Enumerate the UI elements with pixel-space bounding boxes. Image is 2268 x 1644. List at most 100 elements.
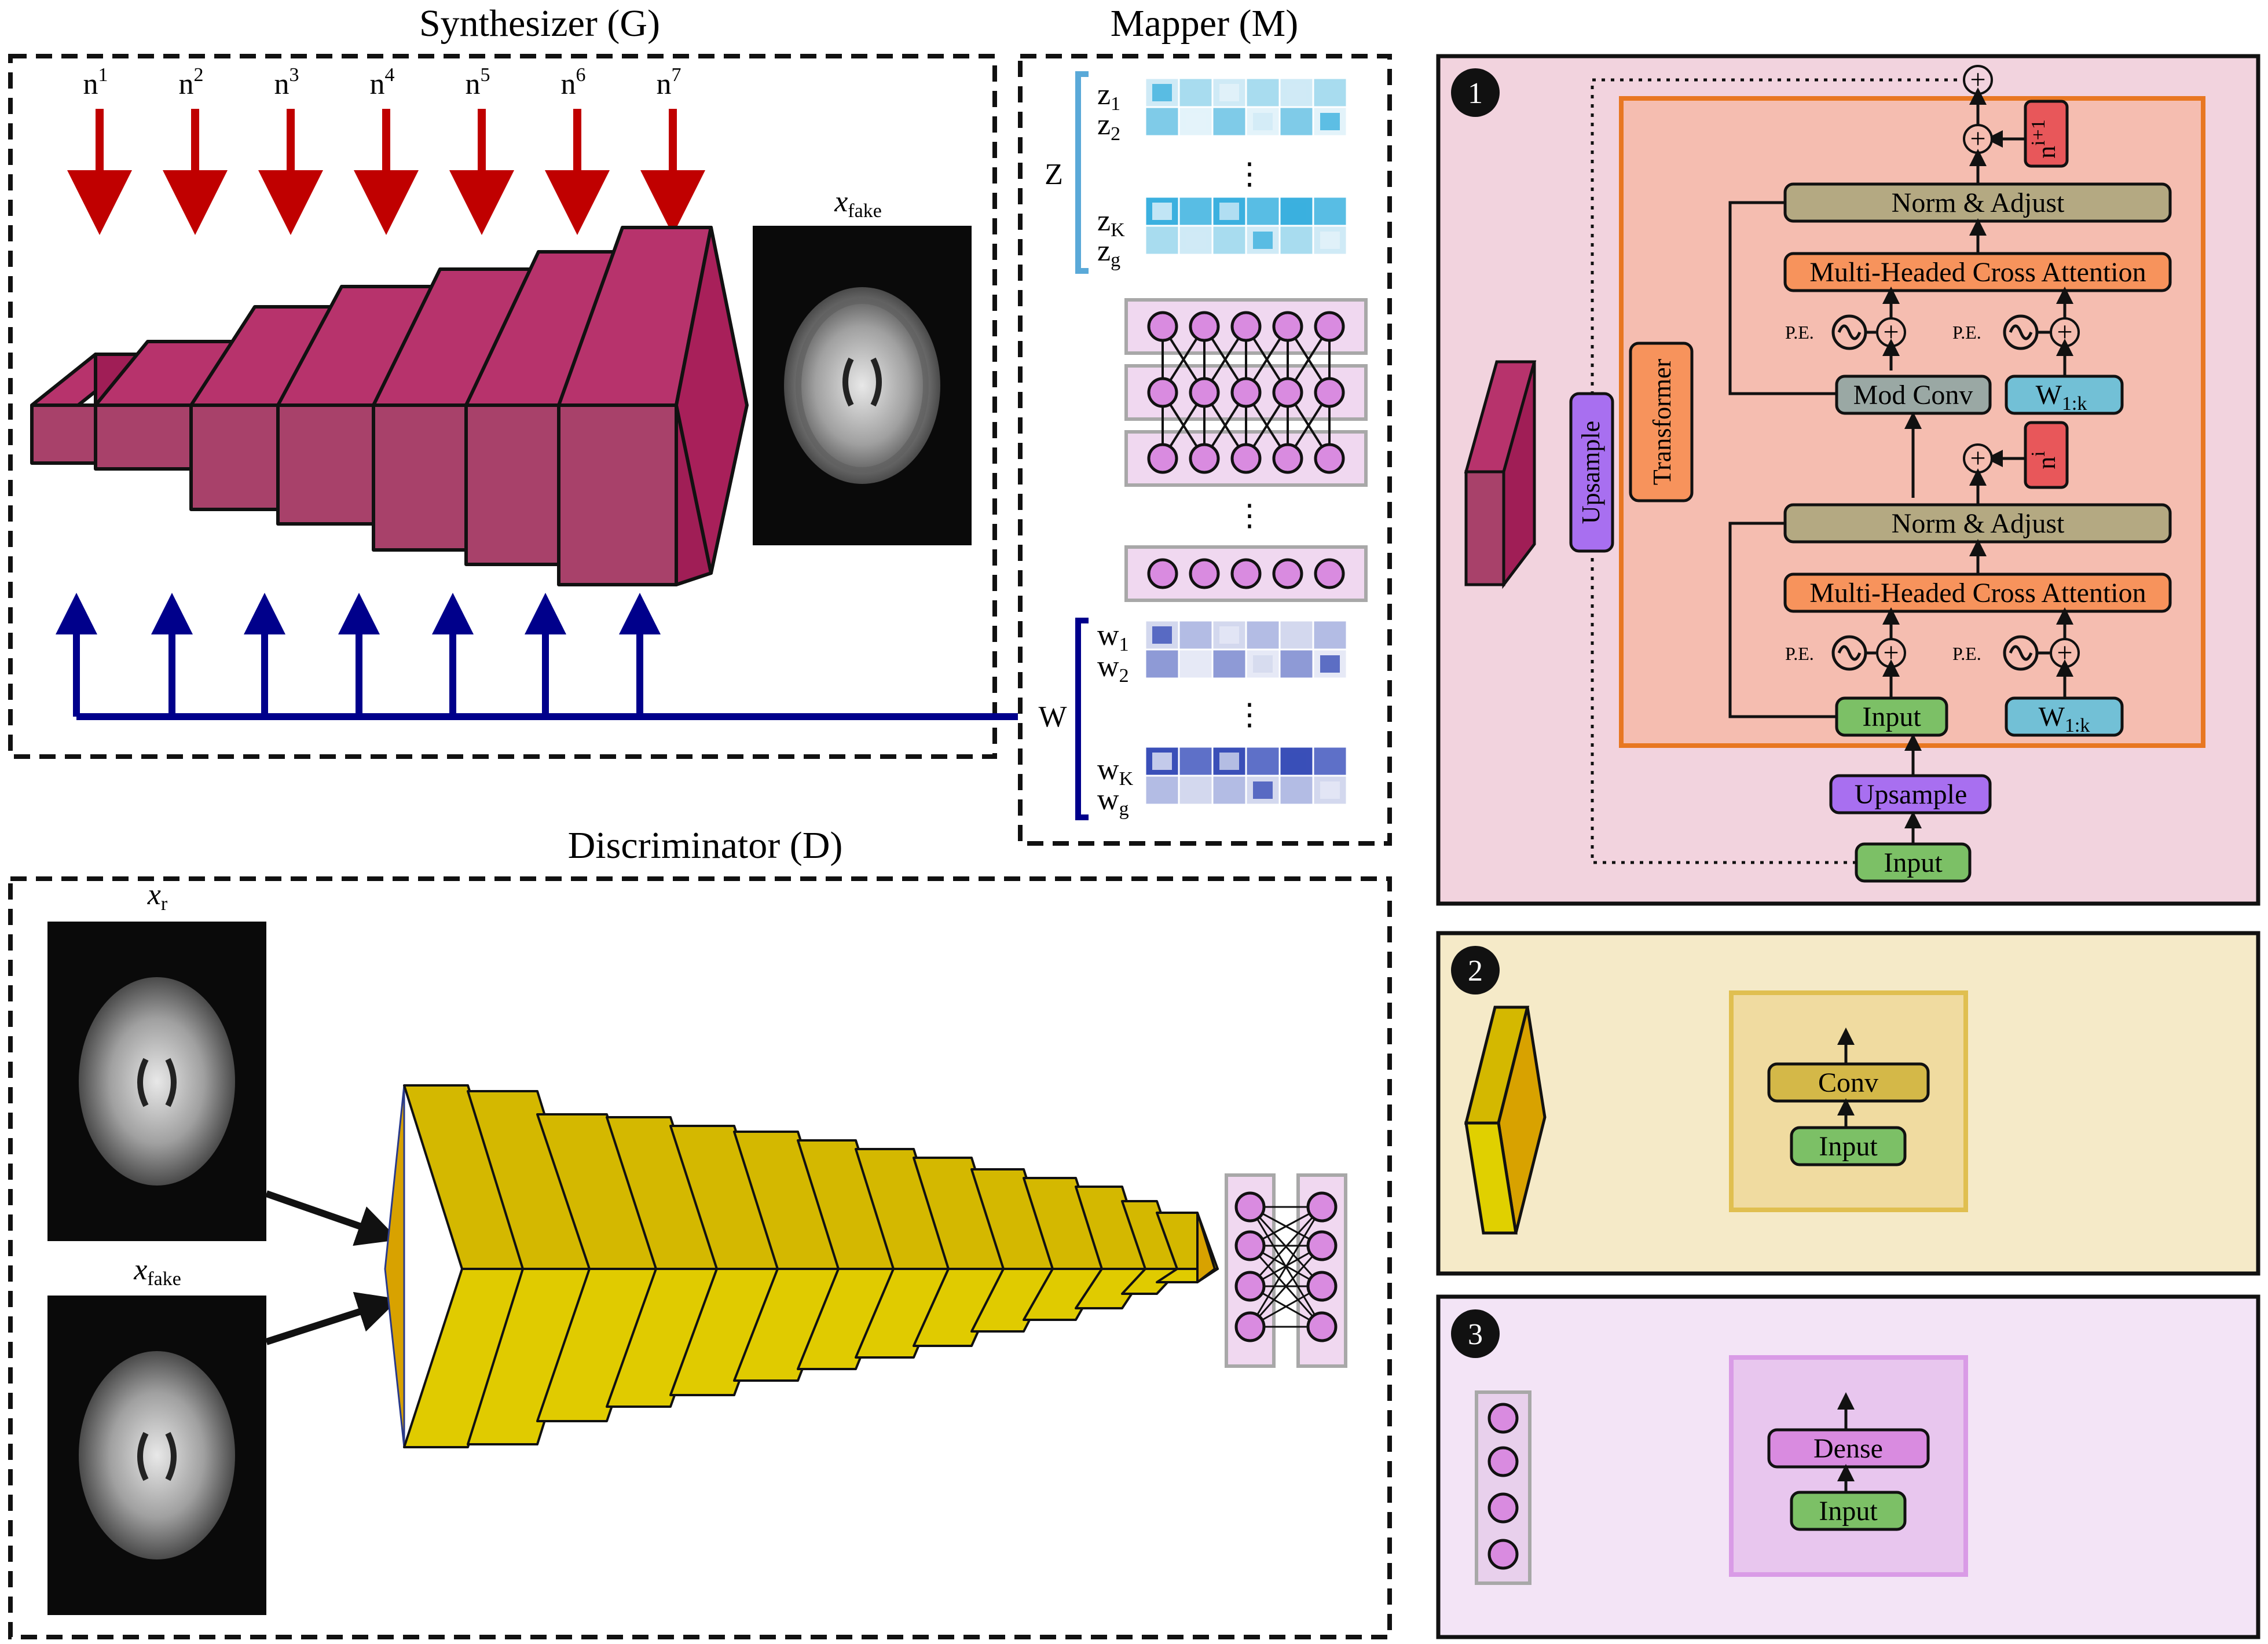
panel-2: 2 Conv Input	[1436, 931, 2260, 1276]
neuron	[1487, 1403, 1519, 1434]
w-vector-cell	[1253, 781, 1273, 799]
w-row-2-label: w2	[1097, 650, 1129, 687]
z-vectors	[1144, 77, 1348, 256]
brain-scan	[79, 977, 235, 1186]
neuron	[1306, 1311, 1338, 1342]
neuron	[1230, 443, 1262, 474]
svg-text:+: +	[1883, 317, 1899, 347]
svg-text:n6: n6	[561, 64, 586, 101]
real-image: xr	[47, 878, 266, 1241]
w-vector-cell	[1211, 775, 1247, 806]
svg-text:P.E.: P.E.	[1785, 322, 1814, 343]
noise-input-1: n1	[67, 64, 132, 235]
z-vector-cell	[1211, 106, 1247, 137]
neuron	[1314, 311, 1345, 342]
synthesizer-title: Synthesizer (G)	[419, 2, 660, 45]
z-vector-cell	[1211, 225, 1247, 256]
mapper-frame	[1018, 54, 1392, 846]
svg-text:+: +	[1883, 637, 1899, 668]
disc-block-bottom	[1023, 1268, 1106, 1321]
w-vector-cell	[1320, 655, 1340, 673]
brain-scan	[79, 1351, 235, 1559]
w-bracket	[1075, 618, 1089, 820]
svg-text:n5: n5	[466, 64, 490, 101]
w-vector-cell	[1219, 753, 1239, 770]
neuron	[1234, 1230, 1266, 1261]
discriminator-title: Discriminator (D)	[568, 824, 843, 867]
transformer-layer-lower: ni + Norm & Adjust Multi-Headed Cross At…	[1728, 421, 2172, 737]
svg-text:xr: xr	[147, 878, 168, 915]
style-w-block-top	[2005, 375, 2124, 415]
synthesizer-frame	[8, 54, 997, 759]
svg-text:3: 3	[1468, 1318, 1483, 1351]
panel-2-block-icon	[1464, 1006, 1547, 1235]
panel-3: 3 Dense Input	[1436, 1294, 2260, 1639]
disc-block-bottom	[1075, 1268, 1149, 1309]
z-vector-cell	[1186, 113, 1206, 130]
mhca-top	[1783, 252, 2172, 292]
disc-block-bottom	[467, 1268, 593, 1445]
w-vectors	[1144, 619, 1348, 806]
z-row-g-label: zg	[1097, 234, 1120, 271]
w-row-1-label: w1	[1097, 619, 1129, 655]
upsample-side-label: Upsample	[1577, 421, 1605, 524]
w-vector-cell	[1152, 753, 1172, 770]
transformer-layer-upper: ni+1 + Norm & Adjust Multi-Headed Cross …	[1728, 87, 2172, 415]
neuron	[1230, 558, 1262, 589]
svg-text:ni: ni	[2028, 451, 2061, 469]
svg-text:Multi-Headed Cross Attention: Multi-Headed Cross Attention	[1809, 257, 2146, 288]
noise-input-7: n7	[640, 64, 705, 235]
neuron	[1314, 443, 1345, 474]
neuron	[1234, 1191, 1266, 1223]
svg-text:ni+1: ni+1	[2028, 119, 2061, 159]
z-label: Z	[1045, 158, 1063, 191]
w-vector-cell	[1186, 655, 1206, 673]
neuron	[1230, 377, 1262, 408]
svg-text:Conv: Conv	[1818, 1067, 1878, 1098]
svg-text:Input: Input	[1884, 847, 1943, 878]
discriminator-frame	[8, 876, 1392, 1639]
discriminator-section: Discriminator (D) xr xfake	[8, 824, 1392, 1639]
mapping-network: ⋮	[1124, 298, 1368, 602]
svg-text:n4: n4	[370, 64, 395, 101]
neuron	[1306, 1271, 1338, 1302]
input-block	[1855, 842, 1972, 883]
z-vector-cell	[1245, 77, 1281, 108]
neuron	[1189, 377, 1220, 408]
svg-text:P.E.: P.E.	[1785, 643, 1814, 664]
neuron	[1230, 311, 1262, 342]
disc-block-bottom	[913, 1268, 1007, 1347]
w-row-g-label: wg	[1097, 783, 1129, 820]
mlp-ellipsis: ⋮	[1234, 500, 1265, 533]
z-ellipsis: ⋮	[1234, 158, 1265, 191]
neuron	[1147, 377, 1178, 408]
classifier-mlp	[1225, 1173, 1347, 1368]
neuron	[1314, 558, 1345, 589]
fake-input-arrow	[265, 1291, 400, 1345]
svg-text:P.E.: P.E.	[1952, 643, 1981, 664]
z-vector-cell	[1253, 113, 1273, 130]
discriminator-blocks	[384, 1084, 1219, 1448]
neuron	[1306, 1191, 1338, 1223]
classifier-edge	[1249, 1206, 1323, 1287]
svg-text:1: 1	[1468, 77, 1483, 110]
svg-text:Multi-Headed Cross Attention: Multi-Headed Cross Attention	[1809, 578, 2146, 608]
z-vector-cell	[1178, 196, 1214, 227]
mapper-section: Mapper (M) Z z1 z2 zK zg ⋮ ⋮ W w1 w2 wK …	[1018, 2, 1392, 846]
svg-text:Input: Input	[1819, 1131, 1878, 1162]
w-vector-cell	[1287, 753, 1306, 770]
panel-1: 1 + Upsample Transformer ni+1 + Norm	[1436, 54, 2260, 906]
input-block	[1790, 1491, 1907, 1531]
neuron	[1272, 377, 1303, 408]
neuron	[1487, 1539, 1519, 1570]
z-vector-cell	[1287, 203, 1306, 220]
noise-input-6: n6	[545, 64, 610, 235]
noise-input-5: n5	[449, 64, 514, 235]
noise-input-2: n2	[163, 64, 228, 235]
z-vector-cell	[1320, 113, 1340, 130]
classifier-edge	[1249, 1206, 1323, 1327]
w-vector-cell	[1178, 619, 1214, 651]
z-vector-cell	[1320, 232, 1340, 249]
neuron	[1272, 311, 1303, 342]
z-vector-cell	[1287, 84, 1306, 101]
